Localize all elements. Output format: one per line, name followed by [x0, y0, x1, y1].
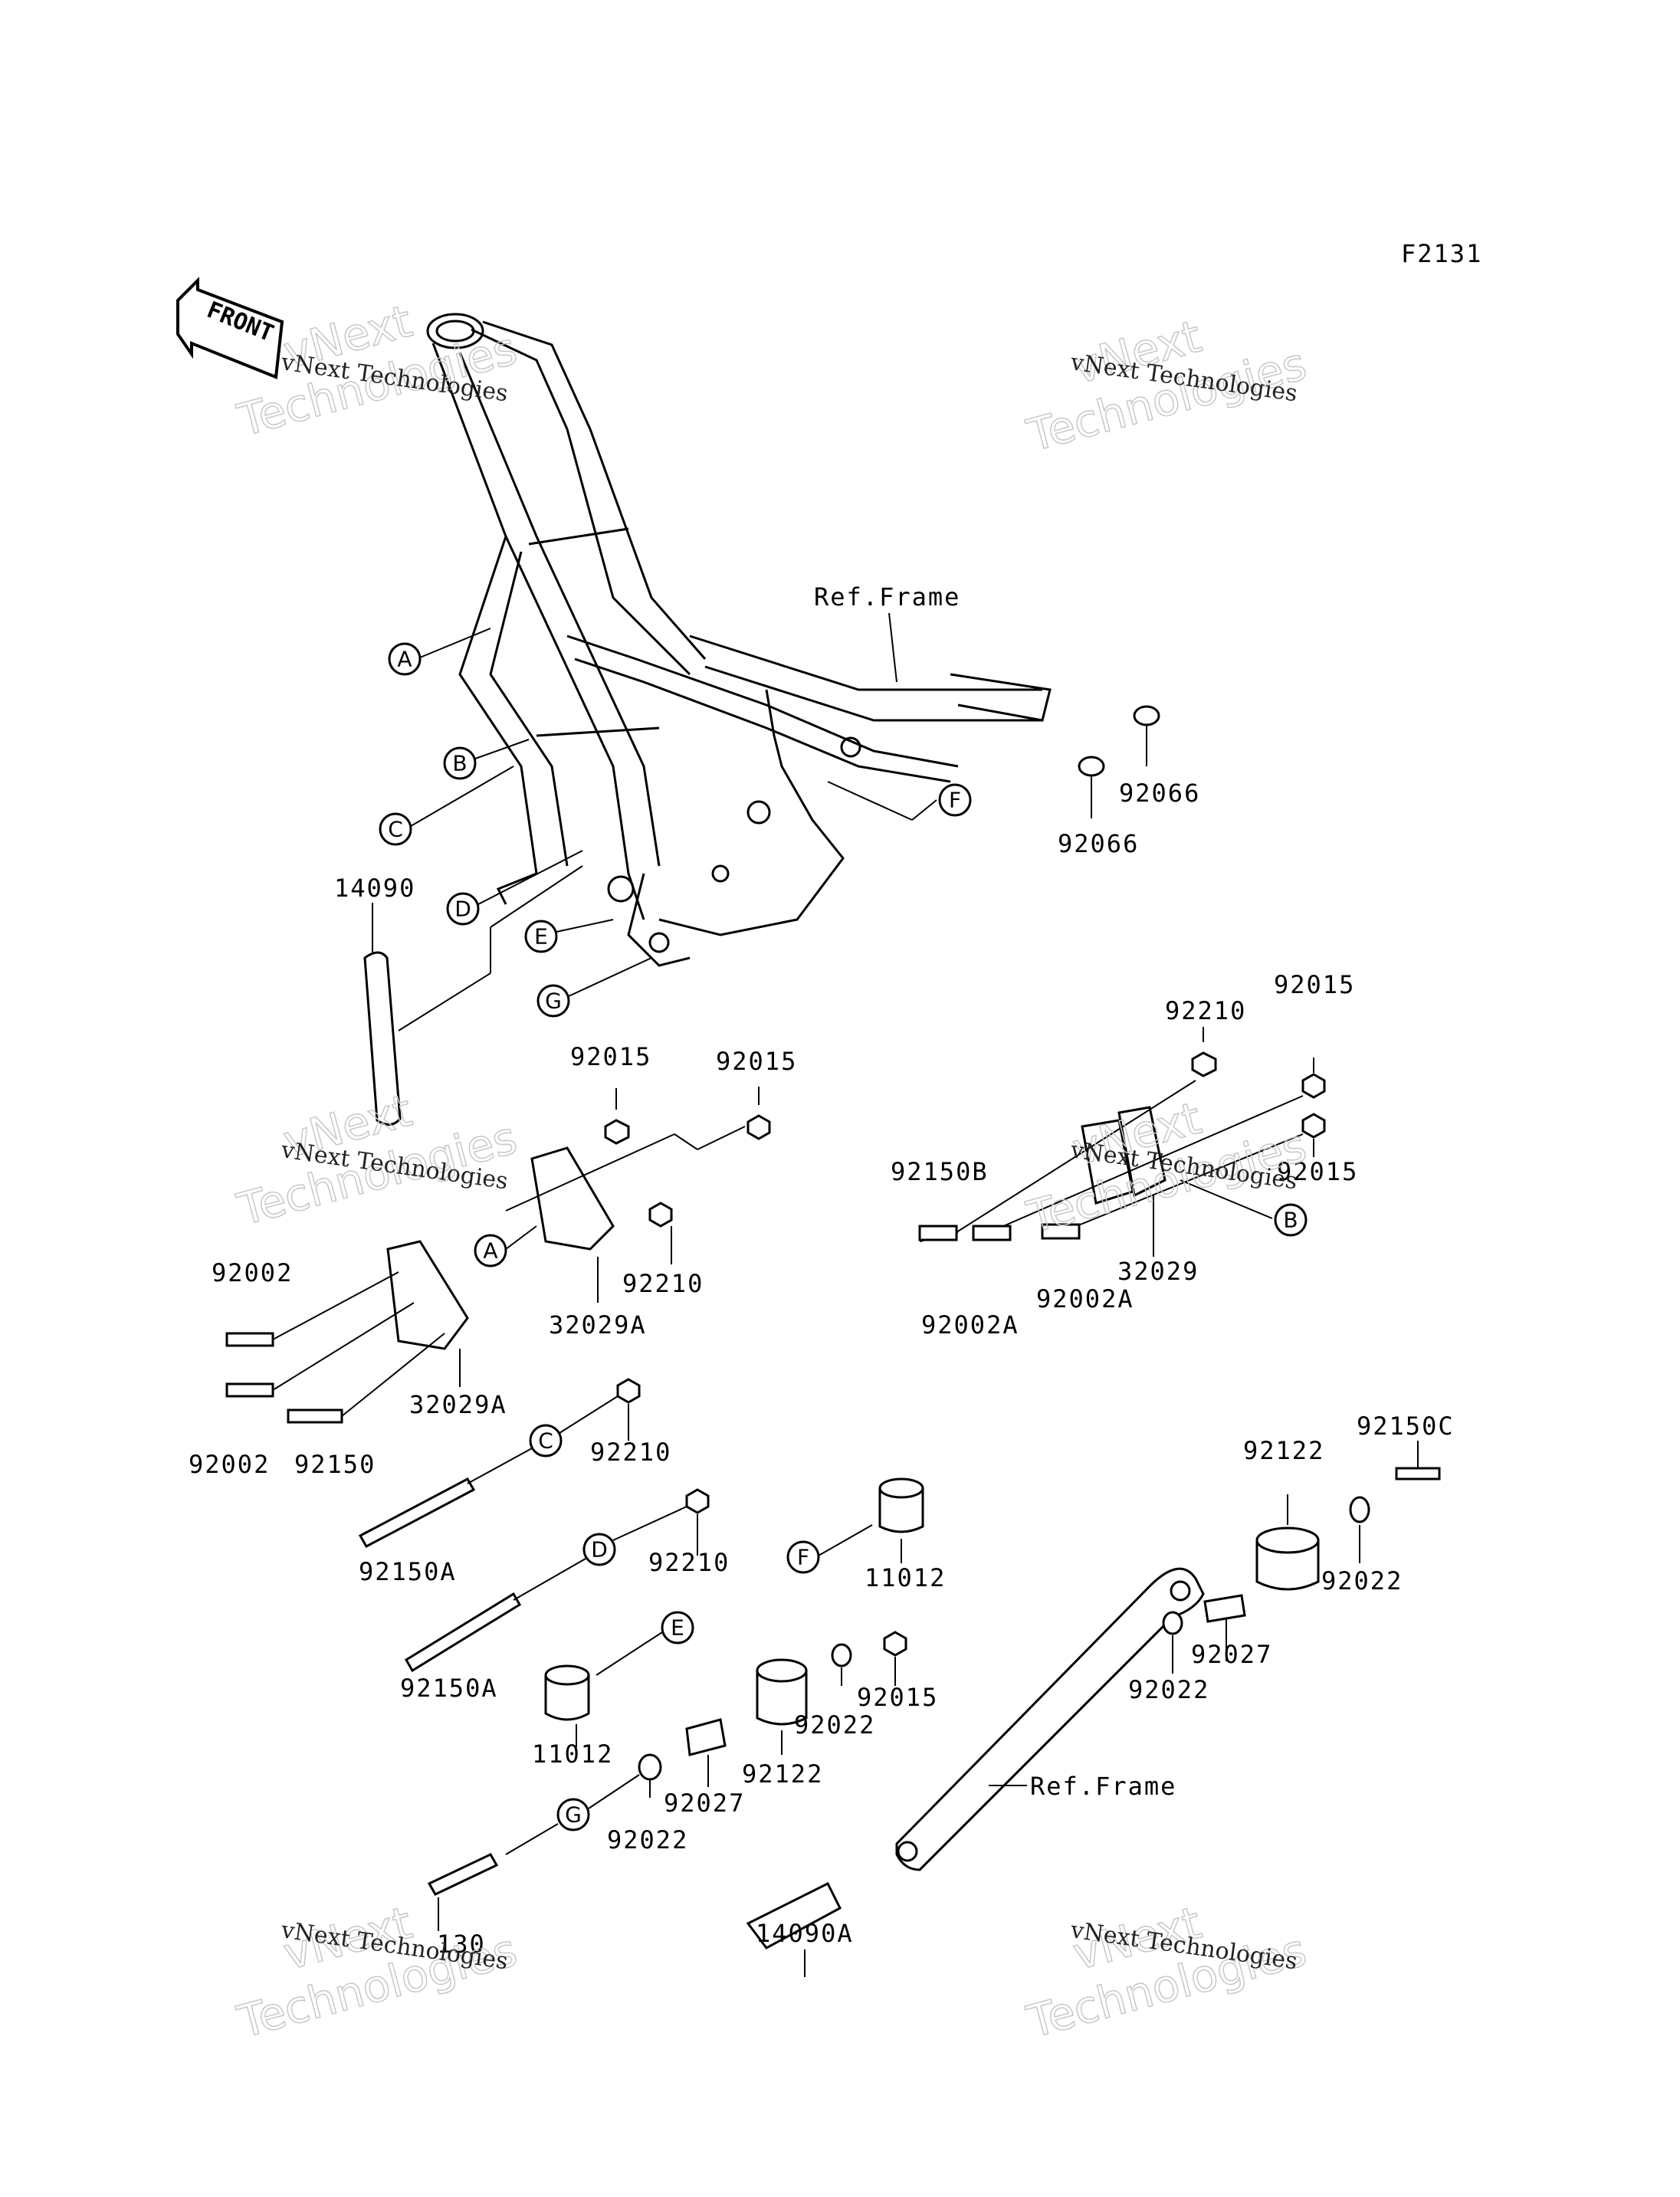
part-label: 92022 [607, 1825, 688, 1854]
part-label: 92022 [794, 1710, 875, 1740]
bracket-assembly-b: B [918, 1027, 1326, 1257]
frame-callouts: A B C D E F G [379, 628, 972, 1018]
collar-f: F [685, 1477, 924, 1787]
svg-text:F: F [797, 1545, 809, 1570]
ref-frame-label-top: Ref.Frame [814, 582, 960, 612]
part-label: 92122 [1243, 1436, 1324, 1465]
part-label: 92027 [1191, 1640, 1272, 1669]
part-label: 92022 [1321, 1566, 1403, 1595]
cap-92066 [1078, 705, 1160, 818]
figure-code: F2131 [1401, 239, 1482, 268]
svg-text:E: E [671, 1615, 684, 1641]
svg-text:A: A [397, 647, 412, 672]
part-label: 92002 [212, 1258, 293, 1287]
svg-text:D: D [454, 897, 471, 922]
svg-text:F: F [949, 788, 961, 813]
part-label: 92002 [189, 1450, 270, 1479]
svg-text:G: G [545, 989, 562, 1014]
svg-text:G: G [565, 1802, 582, 1828]
part-label: 92066 [1058, 829, 1139, 858]
svg-text:A: A [483, 1238, 497, 1264]
part-label: 92210 [622, 1269, 704, 1298]
svg-text:D: D [591, 1537, 608, 1562]
front-arrow-icon: FRONT [176, 277, 284, 379]
svg-text:B: B [1283, 1208, 1298, 1233]
part-label: 92015 [570, 1042, 651, 1071]
part-label: 92150C [1357, 1412, 1455, 1441]
part-label: 92002A [1036, 1284, 1134, 1313]
part-label: 14090 [334, 874, 415, 903]
part-label: 92210 [648, 1548, 730, 1577]
part-label: 92027 [664, 1789, 745, 1818]
part-label: 32029 [1117, 1257, 1199, 1286]
ref-frame-label-bottom: Ref.Frame [1030, 1772, 1176, 1801]
svg-text:C: C [388, 817, 403, 842]
part-label: 92210 [590, 1438, 671, 1467]
collar-and-bolt: E G [427, 1611, 694, 1931]
part-label: 92122 [742, 1759, 823, 1789]
part-number-labels: 14090 92066 92066 92210 92015 92015 9201… [189, 779, 1455, 1959]
part-label: 92150A [400, 1674, 498, 1703]
part-label: 92066 [1119, 779, 1200, 808]
svg-text:C: C [538, 1428, 553, 1454]
part-label: 92150 [294, 1450, 376, 1479]
part-label: 14090A [756, 1919, 854, 1948]
part-label: 92015 [857, 1683, 938, 1712]
part-label: 11012 [532, 1740, 613, 1769]
part-label: 130 [437, 1930, 486, 1959]
part-label: 92150A [359, 1557, 457, 1586]
motorcycle-frame-drawing [426, 313, 1052, 967]
bracket-assembly-a: A [225, 1087, 771, 1424]
svg-text:B: B [452, 751, 467, 776]
part-label: 92002A [921, 1310, 1019, 1340]
side-stand-assembly [746, 1441, 1441, 1977]
part-label: 92015 [1277, 1157, 1358, 1186]
svg-text:E: E [534, 924, 548, 949]
part-label: 92150B [891, 1157, 989, 1186]
part-label: 32029A [409, 1390, 507, 1419]
part-label: 92015 [1274, 970, 1355, 999]
guard-14090 [363, 865, 583, 1126]
part-label: 92210 [1165, 996, 1246, 1025]
part-label: 11012 [865, 1563, 946, 1592]
long-bolts: C D [358, 1378, 710, 1673]
part-label: 92022 [1128, 1675, 1209, 1704]
part-label: 32029A [549, 1310, 647, 1340]
part-label: 92015 [716, 1047, 797, 1076]
